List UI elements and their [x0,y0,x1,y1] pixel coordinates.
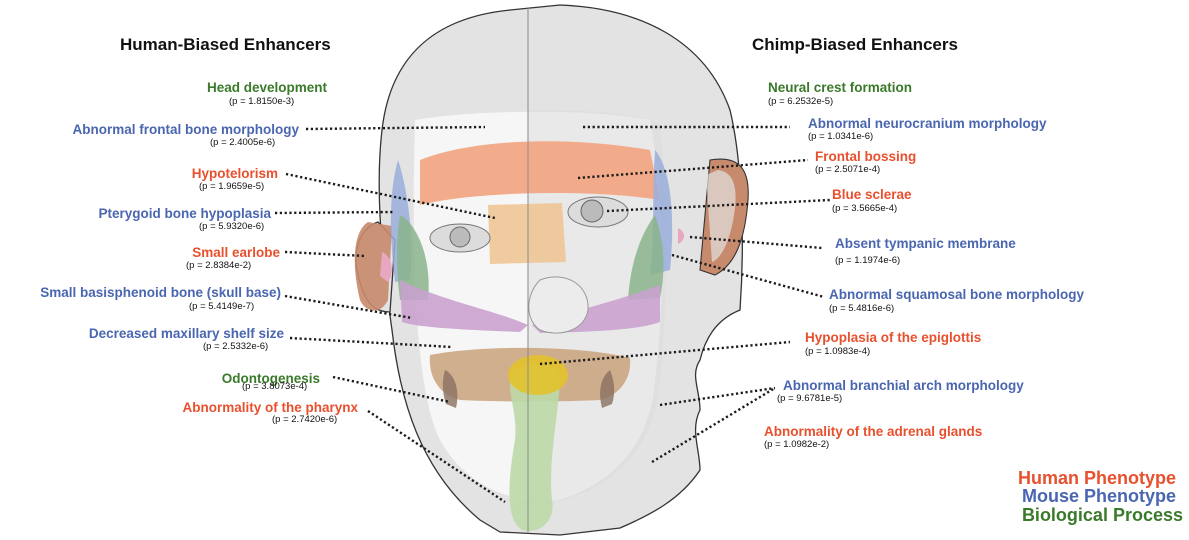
term-absent-tympanic-membrane: Absent tympanic membrane [835,236,1016,251]
pvalue-abnormal-squamosal-bone-morphology: (p = 5.4816e-6) [829,303,894,314]
pvalue-abnormality-of-the-adrenal-glands: (p = 1.0982e-2) [764,439,829,450]
term-abnormal-branchial-arch-morphology: Abnormal branchial arch morphology [783,378,1024,393]
pvalue-head-development: (p = 1.8150e-3) [229,96,294,107]
pvalue-abnormal-neurocranium-morphology: (p = 1.0341e-6) [808,131,873,142]
term-abnormal-frontal-bone-morphology: Abnormal frontal bone morphology [73,122,300,137]
right-column-title: Chimp-Biased Enhancers [752,35,958,55]
term-abnormal-neurocranium-morphology: Abnormal neurocranium morphology [808,116,1047,131]
pvalue-abnormal-frontal-bone-morphology: (p = 2.4005e-6) [210,137,275,148]
legend-human-phenotype: Human Phenotype [1018,469,1176,487]
pvalue-small-basisphenoid-bone: (p = 5.4149e-7) [189,301,254,312]
legend-biological-process: Biological Process [1022,506,1183,524]
pvalue-decreased-maxillary-shelf-size: (p = 2.5332e-6) [203,341,268,352]
legend-mouse-phenotype: Mouse Phenotype [1022,487,1176,505]
pvalue-abnormality-of-the-pharynx: (p = 2.7420e-6) [272,414,337,425]
pvalue-blue-sclerae: (p = 3.5665e-4) [832,203,897,214]
left-eye [430,224,490,252]
term-hypotelorism: Hypotelorism [192,166,278,181]
pvalue-neural-crest-formation: (p = 6.2532e-5) [768,96,833,107]
term-hypoplasia-of-the-epiglottis: Hypoplasia of the epiglottis [805,330,981,345]
pvalue-pterygoid-bone-hypoplasia: (p = 5.9320e-6) [199,221,264,232]
term-small-basisphenoid-bone: Small basisphenoid bone (skull base) [40,285,281,300]
term-decreased-maxillary-shelf-size: Decreased maxillary shelf size [89,326,284,341]
term-frontal-bossing: Frontal bossing [815,149,916,164]
term-abnormality-of-the-adrenal-glands: Abnormality of the adrenal glands [764,424,982,439]
pvalue-abnormal-branchial-arch-morphology: (p = 9.6781e-5) [777,393,842,404]
pvalue-odontogenesis: (p = 3.8073e-4) [242,381,307,392]
pvalue-hypotelorism: (p = 1.9659e-5) [199,181,264,192]
right-eye [568,197,628,227]
term-head-development: Head development [207,80,327,95]
term-neural-crest-formation: Neural crest formation [768,80,912,95]
pvalue-absent-tympanic-membrane: (p = 1.1974e-6) [835,255,900,266]
term-pterygoid-bone-hypoplasia: Pterygoid bone hypoplasia [98,206,271,221]
pvalue-frontal-bossing: (p = 2.5071e-4) [815,164,880,175]
term-blue-sclerae: Blue sclerae [832,187,912,202]
pvalue-small-earlobe: (p = 2.8384e-2) [186,260,251,271]
term-abnormality-of-the-pharynx: Abnormality of the pharynx [182,400,358,415]
left-column-title: Human-Biased Enhancers [120,35,331,55]
nose [529,277,588,333]
pvalue-hypoplasia-of-the-epiglottis: (p = 1.0983e-4) [805,346,870,357]
term-abnormal-squamosal-bone-morphology: Abnormal squamosal bone morphology [829,287,1084,302]
term-small-earlobe: Small earlobe [192,245,280,260]
